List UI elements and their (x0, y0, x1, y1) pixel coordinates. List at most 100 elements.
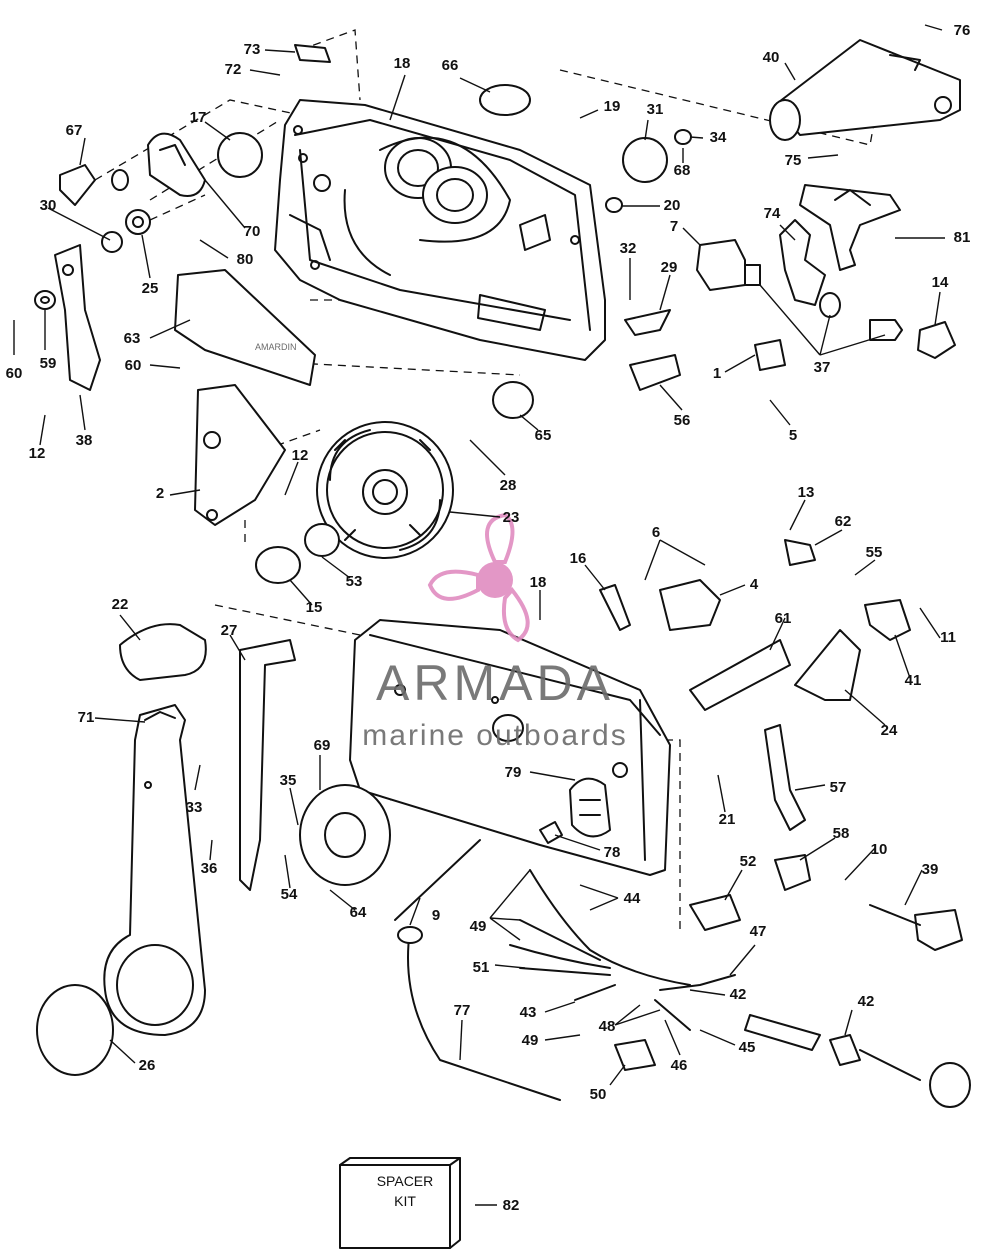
callout-number: 71 (78, 709, 95, 726)
callout-number: 23 (503, 509, 520, 526)
callout-number: 29 (661, 259, 678, 276)
callout-number: 19 (604, 98, 621, 115)
callout-number: 79 (505, 764, 522, 781)
callout-number: 49 (470, 918, 487, 935)
callout-number: 80 (237, 251, 254, 268)
callout-number: 14 (932, 274, 949, 291)
callout-number: 25 (142, 280, 159, 297)
callout-number: 65 (535, 427, 552, 444)
callout-number: 22 (112, 596, 129, 613)
callout-number: 12 (292, 447, 309, 464)
callout-number: 63 (124, 330, 141, 347)
callout-number: 2 (156, 485, 164, 502)
callout-number: 4 (750, 576, 759, 593)
spacer-kit-box: SPACER KIT (339, 1157, 461, 1249)
callout-number: 76 (954, 22, 971, 39)
watermark-tagline: marine outboards (362, 719, 627, 752)
callout-number: 81 (954, 229, 971, 246)
small-parts-mid-right (599, 129, 963, 951)
callout-number: 5 (789, 427, 797, 444)
callout-number: 45 (739, 1039, 756, 1056)
decal-text: AMARDIN (255, 342, 297, 352)
callout-number: 75 (785, 152, 802, 169)
callout-number: 18 (530, 574, 547, 591)
callout-number: 9 (432, 907, 440, 924)
leader-lines (13, 24, 945, 1206)
callout-number: 61 (775, 610, 792, 627)
watermark-brand: ARMADA (376, 655, 614, 711)
callout-number: 77 (454, 1002, 471, 1019)
callout-number: 7 (670, 218, 678, 235)
callout-number: 46 (671, 1057, 688, 1074)
callout-number: 31 (647, 101, 664, 118)
callout-number: 55 (866, 544, 883, 561)
callout-number: 17 (190, 109, 207, 126)
callout-number: 74 (764, 205, 781, 222)
callout-number: 35 (280, 772, 297, 789)
callout-number: 33 (186, 799, 203, 816)
callout-number: 67 (66, 122, 83, 139)
callout-number: 57 (830, 779, 847, 796)
callout-number: 36 (201, 860, 218, 877)
callout-number: 39 (922, 861, 939, 878)
callout-number: 12 (29, 445, 46, 462)
spacer-kit-line2: KIT (394, 1193, 416, 1209)
callout-number: 1 (713, 365, 721, 382)
callout-number: 37 (814, 359, 831, 376)
propeller-logo-icon (427, 512, 530, 643)
callout-number: 50 (590, 1086, 607, 1103)
callout-number: 60 (6, 365, 23, 382)
callout-number: 51 (473, 959, 490, 976)
callout-number: 54 (281, 886, 298, 903)
callout-number: 26 (139, 1057, 156, 1074)
callout-number: 58 (833, 825, 850, 842)
callout-number: 53 (346, 573, 363, 590)
callout-number: 60 (125, 357, 142, 374)
small-parts-lower-left (119, 623, 391, 891)
small-parts-upper-left: AMARDIN (34, 44, 534, 584)
arm-assembly (696, 39, 961, 371)
callout-number: 69 (314, 737, 331, 754)
callout-number: 11 (940, 629, 956, 646)
lens-cover (36, 984, 114, 1076)
callout-number: 47 (750, 923, 767, 940)
callout-number: 18 (394, 55, 411, 72)
callout-number: 49 (522, 1032, 539, 1049)
callout-number: 62 (835, 513, 852, 530)
callout-number: 78 (604, 844, 621, 861)
callout-number: 24 (881, 722, 898, 739)
gear-drum (316, 421, 454, 559)
callout-number: 48 (599, 1018, 616, 1035)
callout-number: 32 (620, 240, 637, 257)
control-handle (103, 704, 206, 1036)
callout-number: 30 (40, 197, 57, 214)
callout-number: 52 (740, 853, 757, 870)
callout-number: 42 (730, 986, 747, 1003)
callout-number: 27 (221, 622, 238, 639)
callout-number: 16 (570, 550, 587, 567)
control-housing-lower (349, 619, 671, 876)
callout-number: 56 (674, 412, 691, 429)
callout-number: 20 (664, 197, 681, 214)
callout-number: 72 (225, 61, 242, 78)
wiring-harness (394, 839, 971, 1108)
spacer-kit-line1: SPACER (377, 1173, 434, 1189)
callout-number: 6 (652, 524, 660, 541)
callout-number: 41 (905, 672, 922, 689)
callout-number: 38 (76, 432, 93, 449)
callout-number: 42 (858, 993, 875, 1010)
callout-number: 43 (520, 1004, 537, 1021)
callout-number: 10 (871, 841, 888, 858)
callout-number: 40 (763, 49, 780, 66)
control-housing-upper (274, 99, 606, 361)
callout-number: 34 (710, 129, 727, 146)
callout-number: 13 (798, 484, 815, 501)
callout-number: 28 (500, 477, 517, 494)
callout-number: 82 (503, 1197, 520, 1214)
callout-number: 59 (40, 355, 57, 372)
watermark: ARMADA marine outboards (362, 512, 627, 752)
callout-number: 15 (306, 599, 323, 616)
callout-number: 64 (350, 904, 367, 921)
